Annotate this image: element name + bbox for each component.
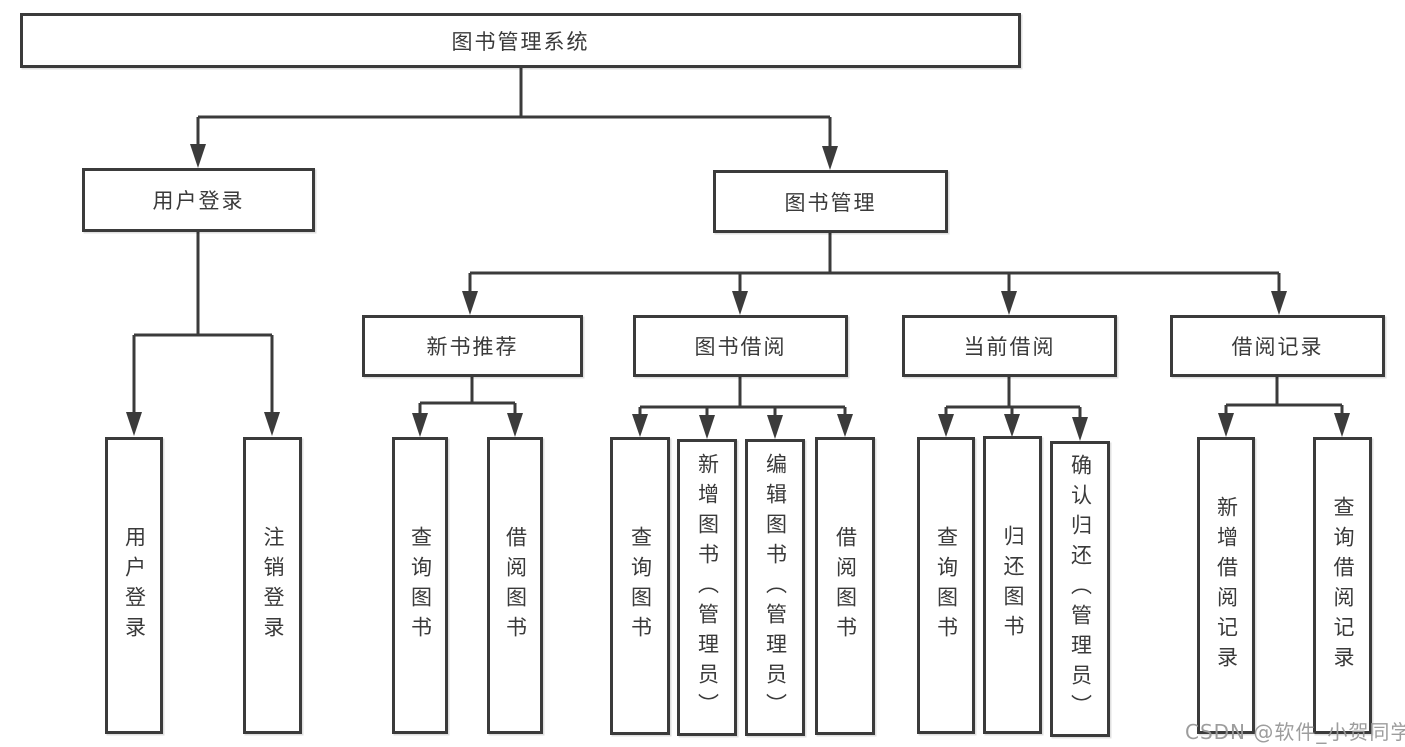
- node-label: 图书管理: [784, 190, 877, 215]
- leaf-query-books: 查询图书: [610, 437, 670, 735]
- node-label: 图书管理系统: [451, 29, 590, 54]
- leaf-borrow-books: 借阅图书: [815, 437, 875, 735]
- leaf-add-books-admin: 新增图书（管理员）: [677, 439, 737, 736]
- node-label: 新增借阅记录: [1214, 495, 1239, 676]
- node-book-management: 图书管理: [713, 170, 948, 233]
- node-label: 查询图书: [628, 526, 653, 646]
- leaf-add-borrow-record: 新增借阅记录: [1197, 437, 1255, 734]
- node-label: 图书借阅: [694, 335, 787, 359]
- node-new-book-recommendation: 新书推荐: [362, 315, 583, 377]
- node-user-login: 用户登录: [82, 168, 315, 232]
- node-label: 注销登录: [261, 525, 285, 646]
- leaf-confirm-return-admin: 确认归还（管理员）: [1050, 441, 1110, 737]
- node-label: 借阅图书: [833, 526, 858, 646]
- node-current-borrowing: 当前借阅: [902, 315, 1117, 377]
- leaf-logout: 注销登录: [243, 437, 302, 734]
- node-label: 新书推荐: [426, 335, 519, 359]
- node-label: 借阅图书: [503, 525, 528, 646]
- node-label: 用户登录: [122, 525, 147, 646]
- node-borrowing-records: 借阅记录: [1170, 315, 1385, 377]
- leaf-query-books-recommend: 查询图书: [392, 437, 448, 734]
- node-label: 查询图书: [934, 525, 959, 646]
- leaf-return-books: 归还图书: [983, 436, 1042, 734]
- csdn-watermark: CSDN @软件_小贺同学: [1185, 720, 1405, 744]
- node-label: 借阅记录: [1231, 335, 1324, 359]
- node-label: 新增图书（管理员）: [695, 452, 720, 723]
- node-library-management-system: 图书管理系统: [20, 13, 1021, 68]
- node-book-borrowing: 图书借阅: [633, 315, 848, 377]
- node-label: 用户登录: [152, 189, 245, 213]
- leaf-borrow-books-recommend: 借阅图书: [487, 437, 543, 734]
- node-label: 归还图书: [1001, 525, 1025, 645]
- leaf-user-login: 用户登录: [105, 437, 163, 734]
- leaf-query-books-current: 查询图书: [917, 437, 975, 734]
- node-label: 查询借阅记录: [1331, 495, 1355, 676]
- node-label: 查询图书: [408, 525, 433, 646]
- leaf-edit-books-admin: 编辑图书（管理员）: [745, 439, 805, 736]
- leaf-query-borrow-record: 查询借阅记录: [1313, 437, 1372, 734]
- node-label: 确认归还（管理员）: [1068, 454, 1093, 724]
- node-label: 当前借阅: [963, 335, 1056, 359]
- node-label: 编辑图书（管理员）: [763, 452, 788, 723]
